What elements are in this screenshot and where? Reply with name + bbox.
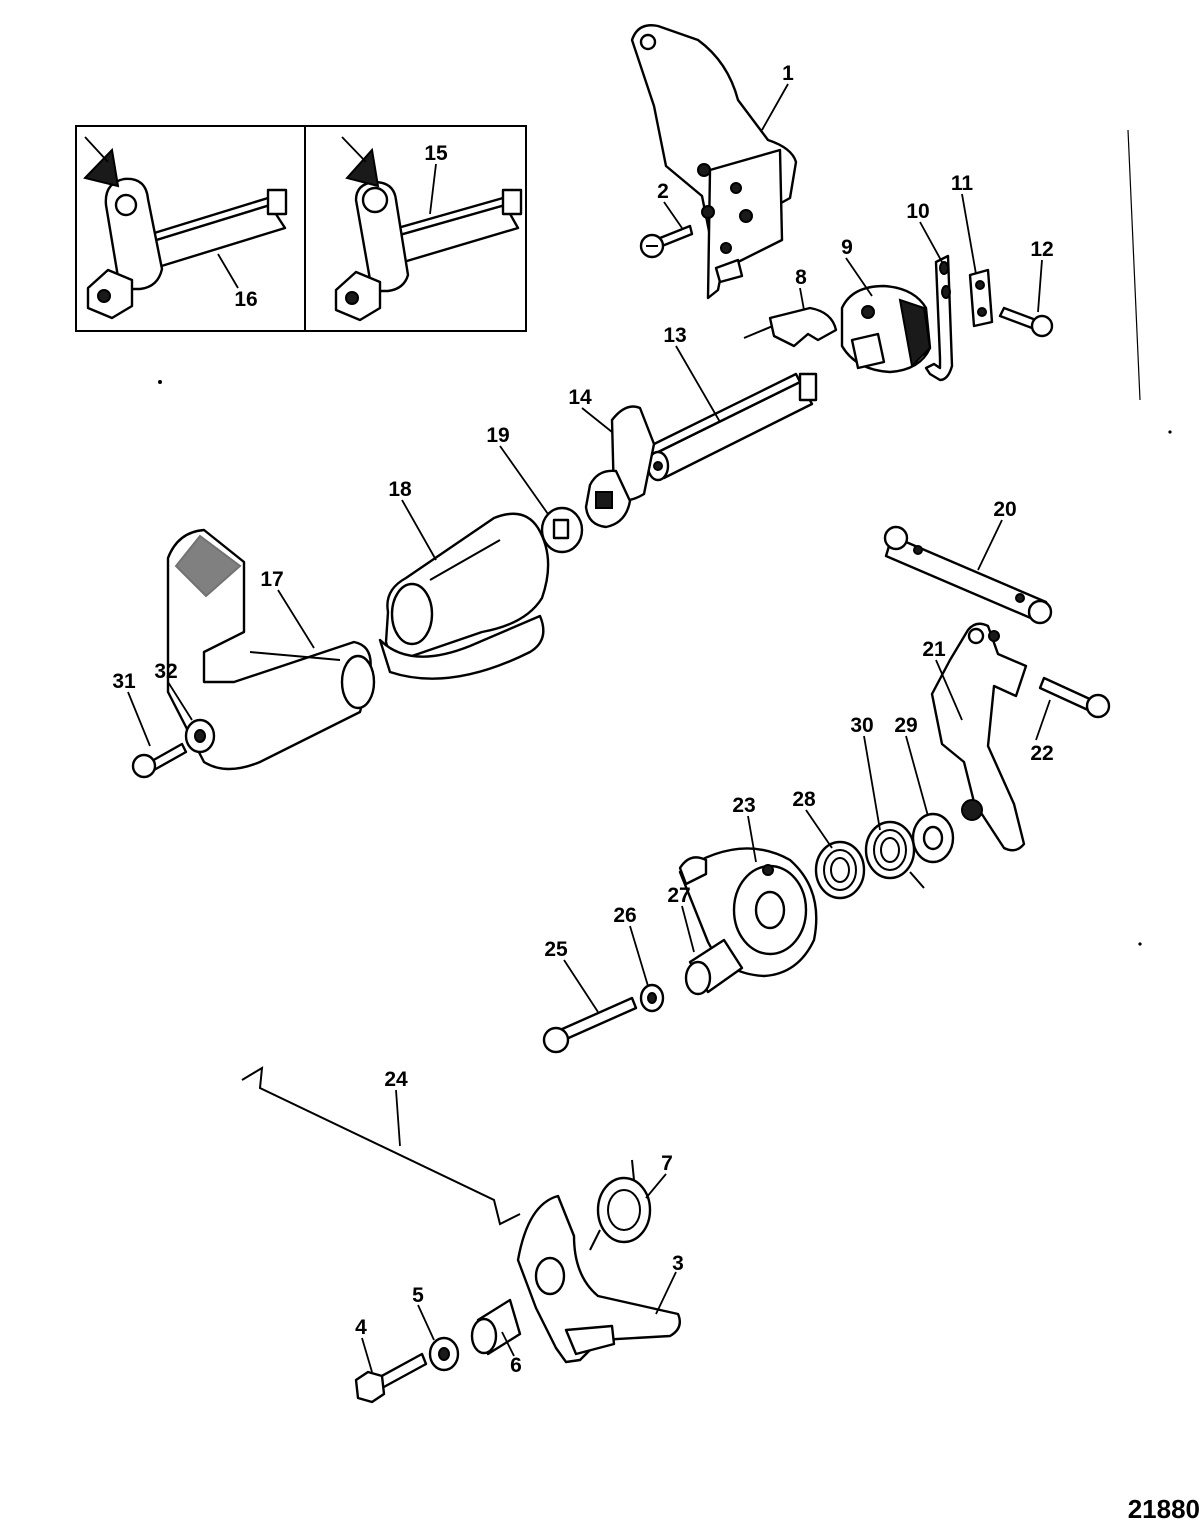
part-29-washer xyxy=(911,812,955,864)
callout-26: 26 xyxy=(613,904,636,927)
part-14-lever xyxy=(584,405,656,529)
callout-9: 9 xyxy=(841,236,853,259)
part-8-cam xyxy=(743,306,838,348)
part-21-throttle-lever xyxy=(930,622,1028,852)
part-11-plate xyxy=(968,268,994,328)
part-7-spring xyxy=(589,1159,652,1251)
callout-19: 19 xyxy=(486,424,509,447)
part-26-washer xyxy=(639,983,665,1013)
part-3-lever xyxy=(516,1194,681,1364)
part-10-clip xyxy=(924,254,954,382)
callout-24: 24 xyxy=(384,1068,408,1091)
leader-lines xyxy=(127,83,1051,1373)
part-24-rod xyxy=(241,1066,521,1226)
part-6-sleeve xyxy=(470,1298,522,1356)
figure-number: 21880 xyxy=(1128,1494,1200,1524)
callout-14: 14 xyxy=(568,386,592,409)
callout-2: 2 xyxy=(657,180,669,203)
callout-16: 16 xyxy=(234,288,257,311)
part-32-washer xyxy=(184,718,216,754)
callout-30: 30 xyxy=(850,714,873,737)
part-9-housing xyxy=(840,284,932,374)
callout-28: 28 xyxy=(792,788,816,811)
part-15-lever-shaft-assembly xyxy=(334,180,523,322)
callout-11: 11 xyxy=(951,172,974,195)
part-17-handle xyxy=(166,528,376,771)
scan-artifacts xyxy=(158,129,1172,946)
callout-4: 4 xyxy=(355,1316,367,1339)
callout-12: 12 xyxy=(1030,238,1053,261)
arrow-marker-right xyxy=(341,136,380,188)
callout-31: 31 xyxy=(112,670,136,693)
part-12-screw xyxy=(998,306,1054,338)
part-22-screw xyxy=(1038,676,1111,719)
part-2-screw xyxy=(639,224,694,259)
part-31-screw xyxy=(131,742,188,779)
part-5-washer xyxy=(428,1336,460,1372)
part-28-spring xyxy=(814,840,866,900)
part-18-grip-housing xyxy=(378,512,550,680)
callout-labels: 1 2 3 4 5 6 7 8 9 10 11 12 13 14 15 16 1… xyxy=(112,62,1053,1377)
part-25-screw xyxy=(542,996,638,1054)
part-1-bracket xyxy=(630,24,798,300)
callout-17: 17 xyxy=(260,568,283,591)
callout-22: 22 xyxy=(1030,742,1053,765)
part-4-bolt xyxy=(354,1352,428,1404)
callout-23: 23 xyxy=(732,794,755,817)
callout-7: 7 xyxy=(661,1152,673,1175)
callout-3: 3 xyxy=(672,1252,684,1275)
callout-32: 32 xyxy=(154,660,177,683)
part-19-washer xyxy=(540,506,584,554)
callout-5: 5 xyxy=(412,1284,424,1307)
part-13-shaft xyxy=(646,372,818,482)
callout-18: 18 xyxy=(388,478,412,501)
callout-1: 1 xyxy=(782,62,794,85)
callout-8: 8 xyxy=(795,266,807,289)
part-16-lever-shaft-assembly xyxy=(86,177,288,320)
callout-21: 21 xyxy=(922,638,946,661)
part-23-cam xyxy=(678,847,818,978)
callout-6: 6 xyxy=(510,1354,522,1377)
callout-10: 10 xyxy=(906,200,929,223)
callout-20: 20 xyxy=(993,498,1016,521)
part-30-spring xyxy=(864,820,925,889)
part-27-sleeve xyxy=(684,938,744,996)
callout-13: 13 xyxy=(663,324,686,347)
callout-29: 29 xyxy=(894,714,917,737)
arrow-marker-left xyxy=(83,136,120,188)
part-20-link xyxy=(883,525,1053,625)
callout-25: 25 xyxy=(544,938,568,961)
callout-15: 15 xyxy=(424,142,448,165)
inset-box xyxy=(75,125,527,332)
callout-27: 27 xyxy=(667,884,690,907)
